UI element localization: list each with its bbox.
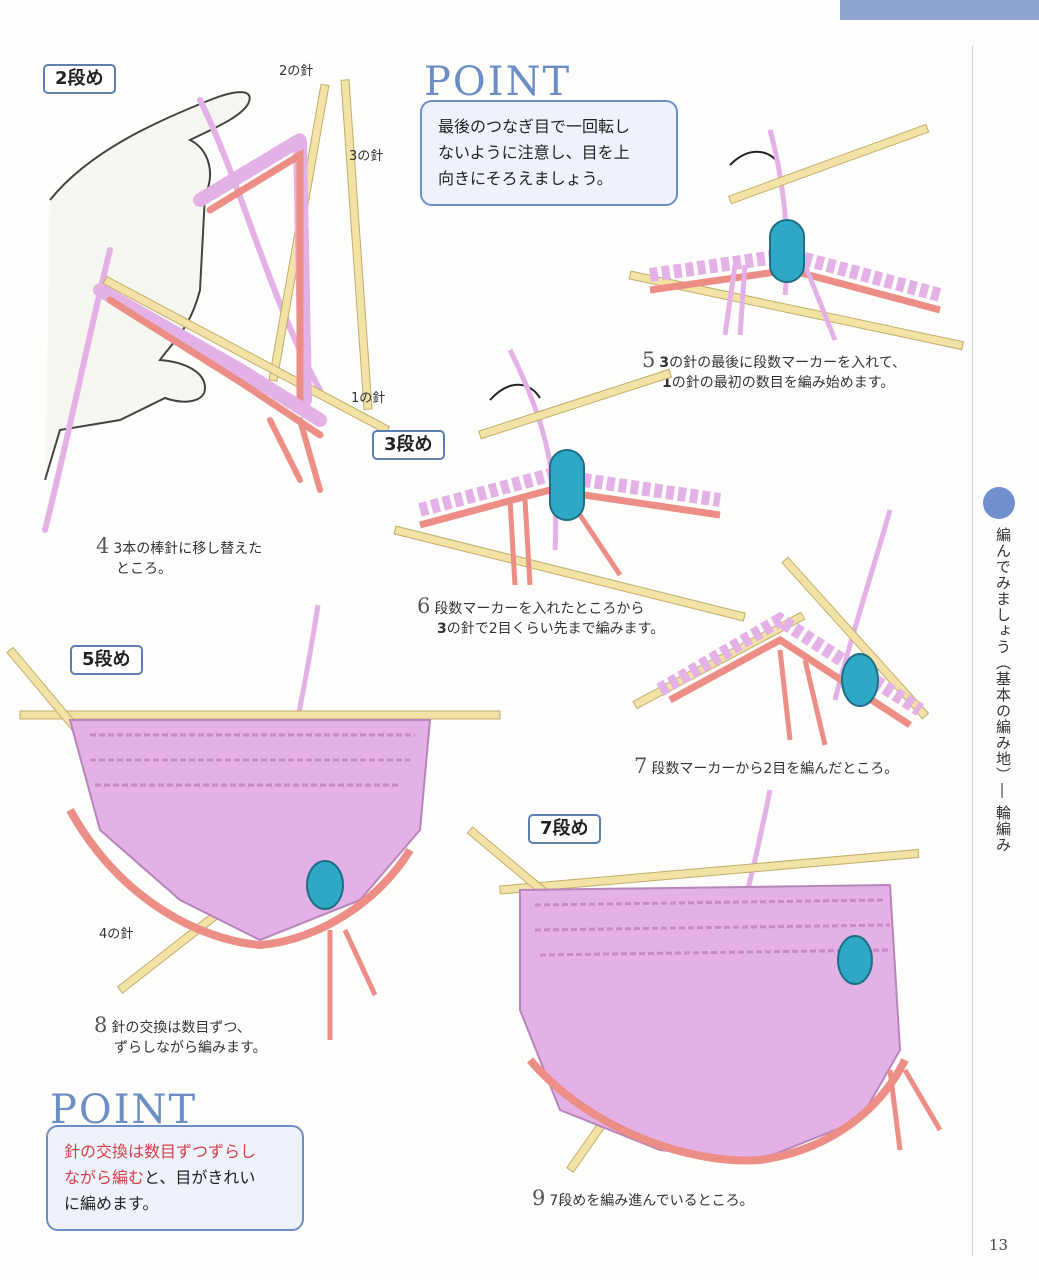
stage-label-5: 5段め [70, 645, 143, 675]
label-needle-4: 4の針 [99, 927, 134, 942]
margin-rule [972, 46, 973, 1256]
stitch-marker-icon [549, 449, 585, 521]
point-box-2: 針の交換は数目ずつずらし ながら編むと、目がきれい に編めます。 [46, 1125, 304, 1231]
stitch-marker-icon [769, 219, 805, 283]
stage-label-7: 7段め [528, 814, 601, 844]
illustration-7 [632, 509, 930, 746]
point-box-1: 最後のつなぎ目で一回転し ないように注意し、目を上 向きにそろえましょう。 [420, 100, 678, 206]
illustration-4 [42, 79, 391, 533]
stitch-marker-icon [837, 935, 873, 985]
needles [102, 79, 391, 435]
stitch-marker-icon [841, 653, 879, 707]
label-needle-3: 3の針 [349, 149, 384, 164]
point-title-2: POINT [50, 1087, 198, 1133]
stitch-marker-icon [306, 860, 344, 910]
point-title-1: POINT [424, 59, 572, 105]
side-section-title: 編んでみましょう（基本の編み地）― 輪編み [994, 527, 1012, 853]
label-needle-2: 2の針 [279, 64, 314, 79]
top-color-bar [840, 0, 1039, 20]
hand-drawing [44, 91, 251, 481]
stage-label-2: 2段め [43, 64, 116, 94]
page-number: 13 [989, 1236, 1009, 1254]
knitted-stitches [93, 127, 327, 493]
knitted-fabric [68, 719, 432, 942]
illustration-6 [393, 348, 746, 622]
section-dot-icon [983, 487, 1015, 519]
illustration-5 [628, 123, 964, 351]
illustration-8 [6, 604, 501, 1040]
label-needle-1: 1の針 [351, 391, 386, 406]
stage-label-3: 3段め [372, 430, 445, 460]
rotation-arrow-icon [489, 383, 541, 401]
illustration-9 [466, 789, 943, 1173]
rotation-arrow-icon [729, 150, 781, 166]
